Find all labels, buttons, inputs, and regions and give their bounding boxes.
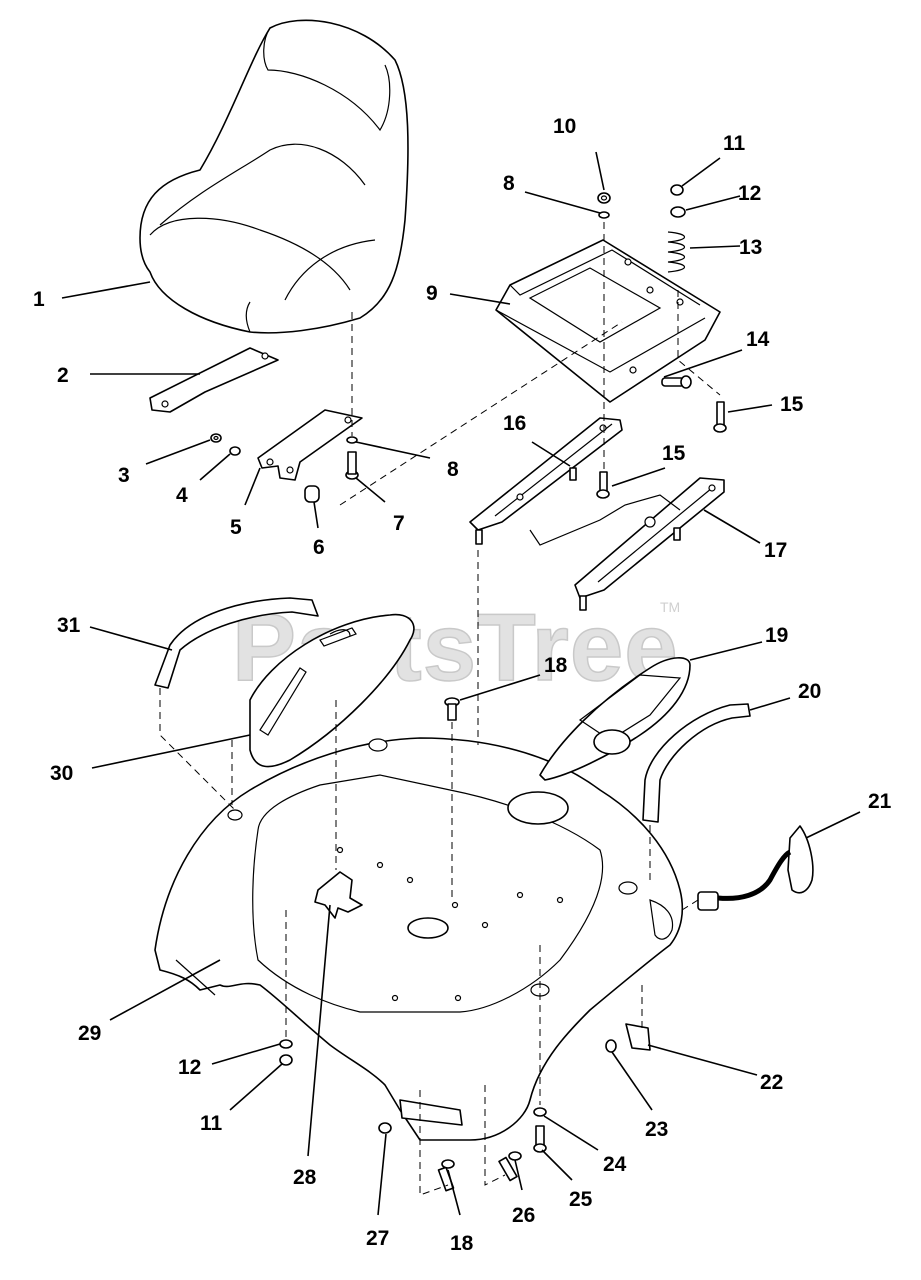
callout-3: 3 — [118, 464, 130, 487]
bolt-26-part — [498, 1151, 522, 1182]
callout-26: 26 — [512, 1204, 535, 1227]
handle-31-part — [154, 597, 319, 689]
callout-11-lower: 11 — [200, 1112, 223, 1135]
callout-31: 31 — [57, 614, 81, 637]
callout-5: 5 — [230, 516, 242, 539]
callout-12-upper: 12 — [738, 182, 761, 205]
callout-12-lower: 12 — [178, 1056, 201, 1079]
callout-25: 25 — [569, 1188, 593, 1211]
callout-28: 28 — [293, 1166, 317, 1189]
bolt-25-part — [533, 1125, 547, 1153]
washer-24-part — [533, 1107, 547, 1117]
nut-11-part — [670, 184, 684, 196]
callout-23: 23 — [645, 1118, 668, 1141]
bolt-18a-part — [444, 697, 460, 721]
callout-7: 7 — [393, 512, 405, 535]
callout-19: 19 — [765, 624, 788, 647]
callout-13: 13 — [739, 236, 762, 259]
console-30-part — [249, 613, 415, 768]
callout-numbers: 1 2 3 4 5 6 7 8 8 9 10 11 11 12 12 13 14… — [33, 115, 892, 1255]
callout-2: 2 — [57, 364, 69, 387]
slide-rail-17-part — [529, 477, 725, 611]
screw-15-part — [713, 401, 727, 433]
pivot-bracket-part — [257, 409, 363, 481]
screw-15b-part — [596, 471, 610, 499]
callout-1: 1 — [33, 288, 45, 311]
callout-16: 16 — [503, 412, 526, 435]
knob-14-part — [661, 375, 692, 389]
callout-11-upper: 11 — [723, 132, 746, 155]
tail-light-21-part — [697, 825, 814, 911]
callout-22: 22 — [760, 1071, 783, 1094]
callout-10: 10 — [553, 115, 576, 138]
spacer-part — [304, 485, 320, 503]
callout-9: 9 — [426, 282, 438, 305]
washer-12-part — [670, 206, 686, 218]
washer-8-part — [346, 436, 358, 444]
washer-part — [229, 446, 241, 456]
callout-21: 21 — [868, 790, 892, 813]
boot-28-part — [314, 871, 363, 919]
nut-11b-part — [279, 1054, 293, 1066]
nut-part — [210, 433, 222, 443]
callout-29: 29 — [78, 1022, 101, 1045]
callout-18-lower: 18 — [450, 1232, 474, 1255]
washer-8b-part — [598, 211, 610, 219]
callout-4: 4 — [176, 484, 188, 507]
callout-14: 14 — [746, 328, 770, 351]
callout-20: 20 — [798, 680, 821, 703]
callout-6: 6 — [313, 536, 325, 559]
callout-24: 24 — [603, 1153, 627, 1176]
callout-30: 30 — [50, 762, 73, 785]
watermark-trademark: TM — [660, 599, 680, 615]
seat-bracket-part — [149, 347, 279, 413]
bolt-18b-part — [437, 1159, 455, 1192]
bolt-7-part — [345, 451, 359, 480]
callout-17: 17 — [764, 539, 787, 562]
callout-8-lower: 8 — [447, 458, 459, 481]
callout-15-right: 15 — [780, 393, 804, 416]
nut-27-part — [378, 1122, 392, 1134]
callout-27: 27 — [366, 1227, 389, 1250]
callout-15-middle: 15 — [662, 442, 686, 465]
spring-13-part — [667, 231, 686, 273]
callout-18-upper: 18 — [544, 654, 568, 677]
assembly-lines — [159, 222, 721, 1196]
console-19-part — [539, 657, 691, 781]
handle-20-part — [642, 703, 751, 823]
washer-12b-part — [279, 1039, 293, 1049]
leader-lines — [61, 151, 861, 1216]
clip-22-part — [625, 1023, 651, 1051]
seat-part — [139, 19, 409, 334]
nut-10-part — [597, 192, 611, 204]
fender-pan-part — [154, 737, 684, 1141]
bushing-23-part — [605, 1039, 617, 1053]
callout-8-upper: 8 — [503, 172, 515, 195]
